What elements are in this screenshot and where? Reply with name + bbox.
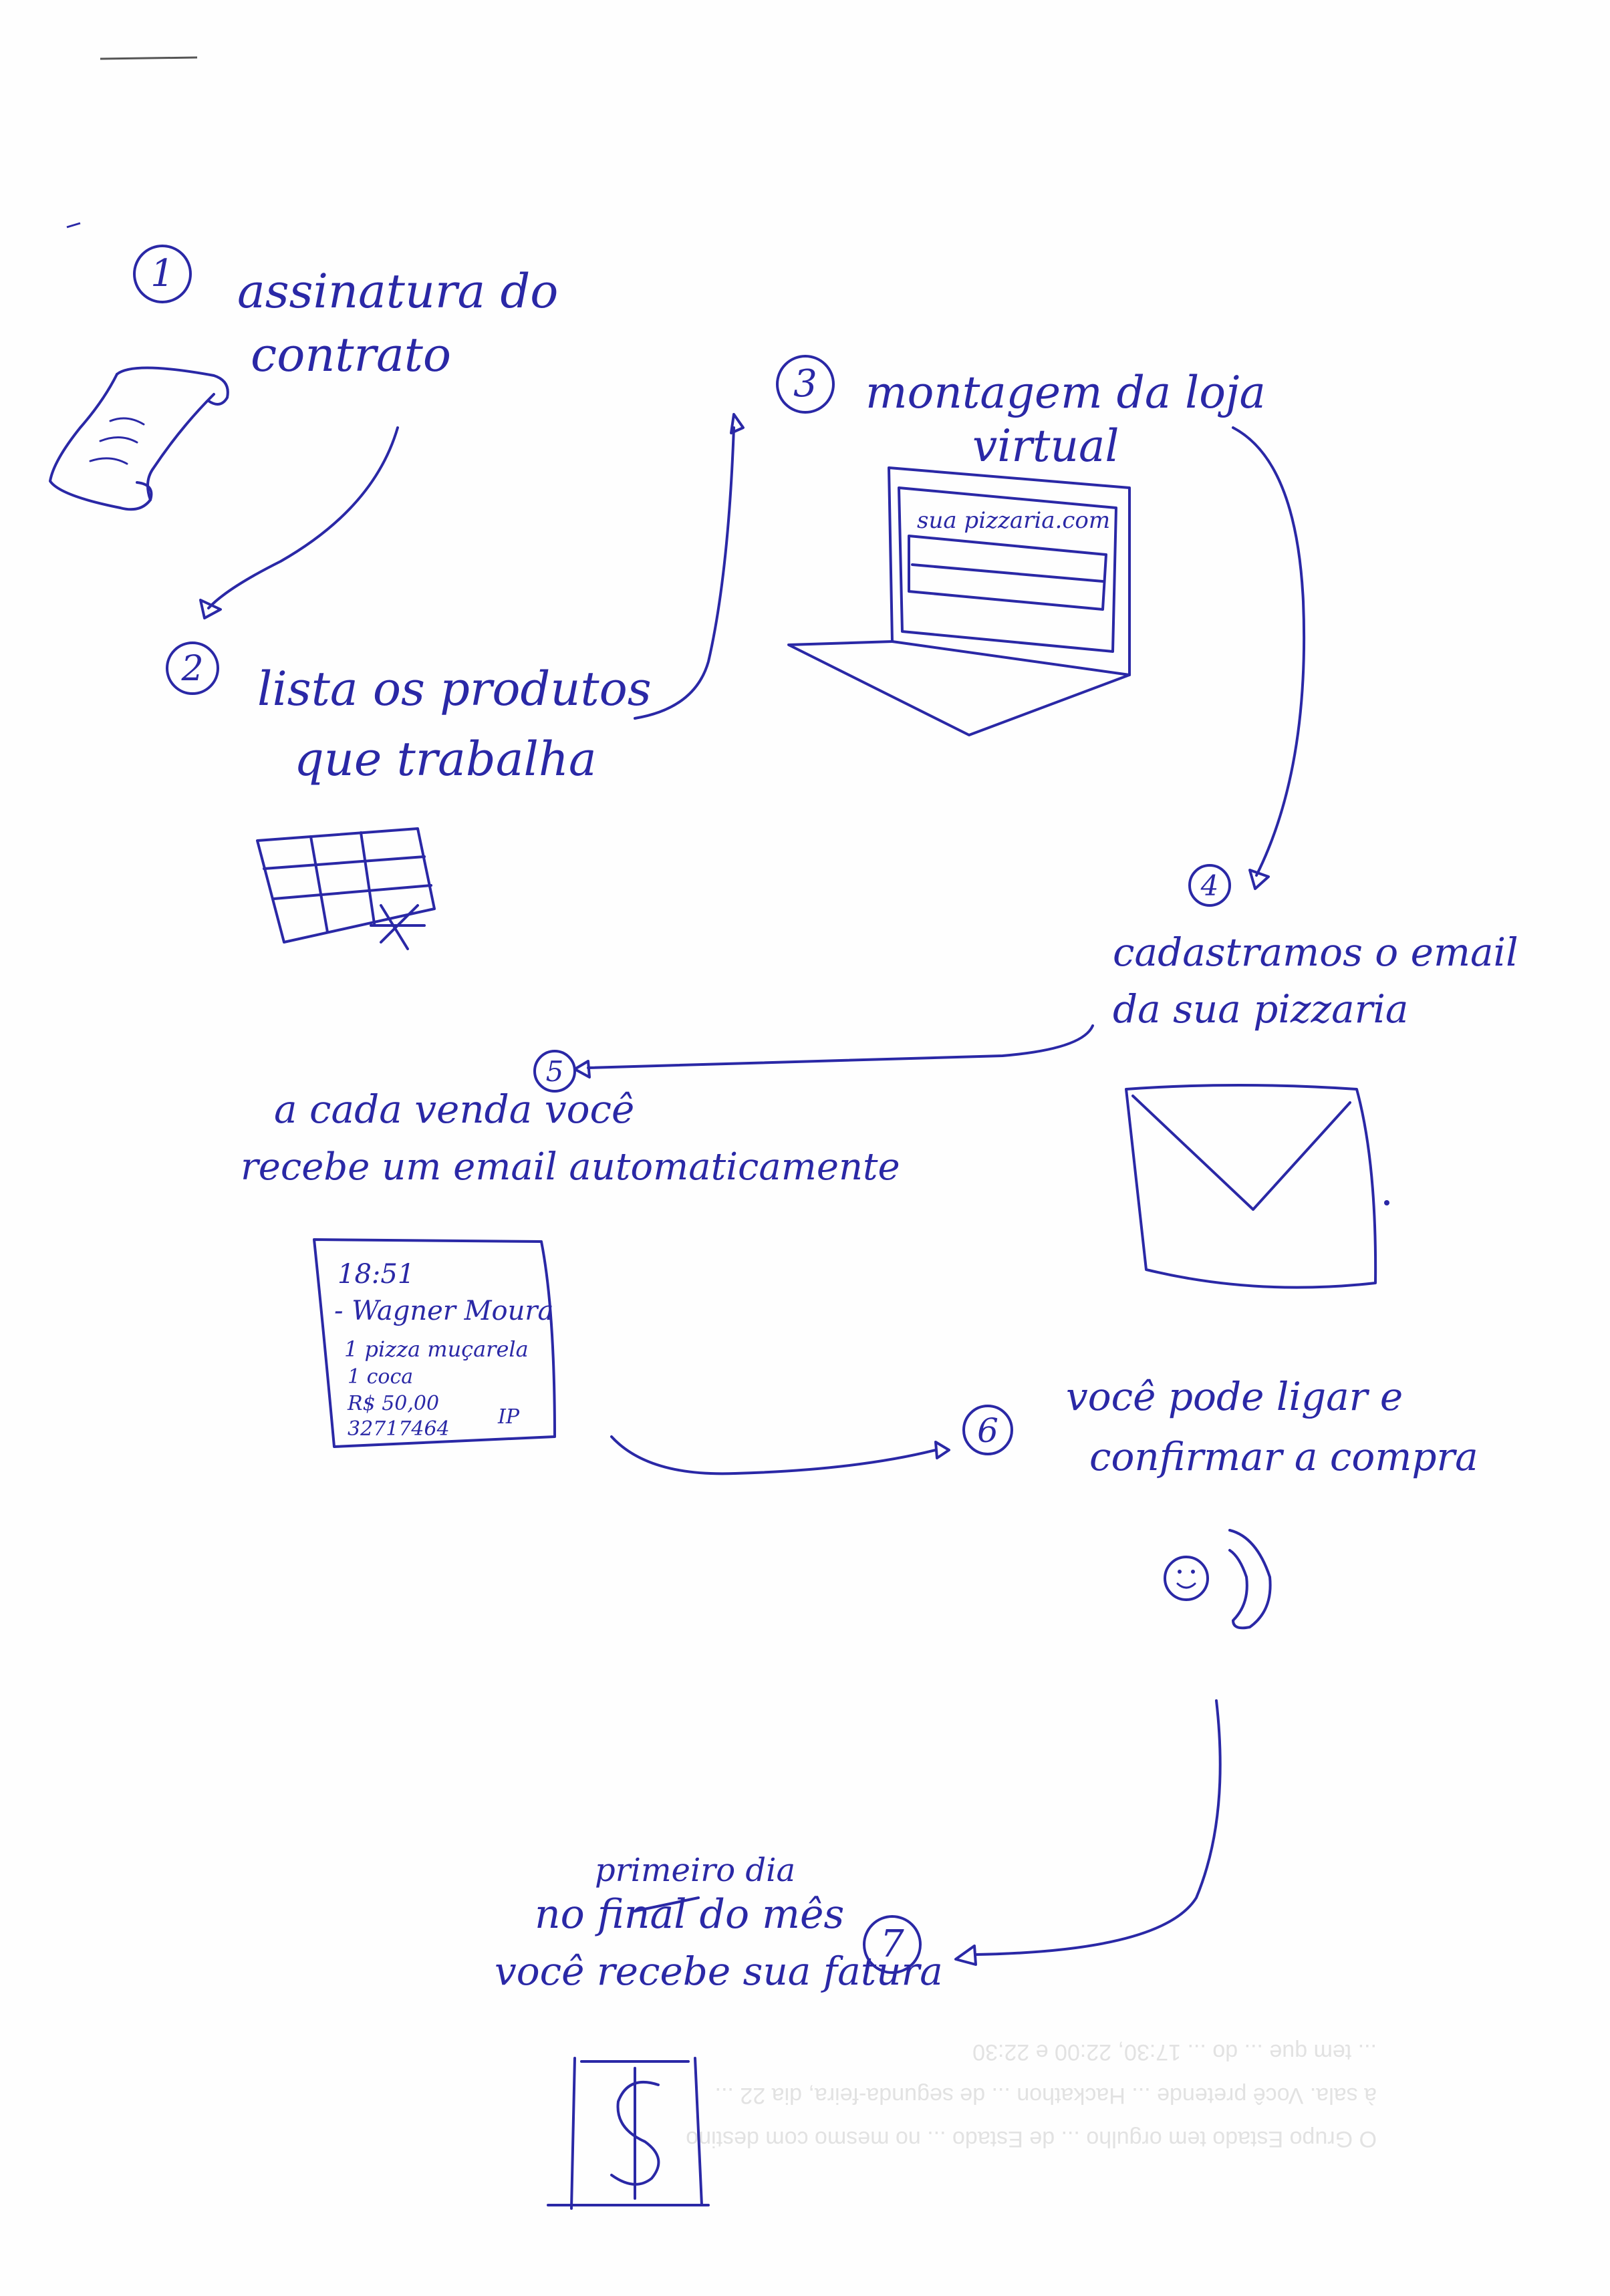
step-label-line2: você recebe sua fatura bbox=[495, 1949, 943, 1994]
step-7: 7 primeiro dia no final do mês você rece… bbox=[495, 1852, 943, 2210]
receipt-name: - Wagner Moura bbox=[334, 1296, 553, 1326]
scroll-icon bbox=[49, 366, 229, 511]
step-number-circle bbox=[1188, 864, 1231, 907]
step-number: 7 bbox=[880, 1922, 904, 1966]
arrowhead-2 bbox=[199, 599, 222, 619]
receipt-time: 18:51 bbox=[338, 1259, 414, 1290]
arrow-3-to-4 bbox=[1232, 426, 1306, 877]
receipt-ip: IP bbox=[497, 1405, 520, 1429]
step-1: 1 assinatura do contrato bbox=[49, 245, 558, 511]
bleed-line-1: O Grupo Estado tem orgulho ... de Estado… bbox=[686, 2126, 1377, 2152]
money-icon bbox=[547, 2057, 710, 2210]
arrow-4-to-5 bbox=[587, 1024, 1094, 1069]
arrowhead-5 bbox=[573, 1060, 591, 1079]
step-5: 5 a cada venda você recebe um email auto… bbox=[241, 1050, 900, 1448]
margin-mark bbox=[100, 56, 198, 60]
step-label-line2: da sua pizzaria bbox=[1113, 986, 1409, 1032]
step-number-circle bbox=[533, 1050, 576, 1093]
step-label-line2: que trabalha bbox=[294, 732, 597, 786]
laptop-screen-url: sua pizzaria.com bbox=[917, 507, 1110, 534]
step-3: 3 montagem da loja virtual sua pizzaria.… bbox=[776, 355, 1266, 736]
grid-icon bbox=[256, 827, 436, 950]
step-number: 3 bbox=[793, 362, 817, 406]
step-number-circle bbox=[133, 245, 192, 303]
step-number-circle bbox=[863, 1915, 922, 1974]
step-label-line2: contrato bbox=[251, 327, 451, 382]
step-number: 2 bbox=[180, 649, 203, 689]
arrowhead-6 bbox=[934, 1441, 950, 1459]
step-number: 6 bbox=[977, 1411, 998, 1450]
envelope-icon bbox=[1125, 1084, 1389, 1289]
step-label-line1: você pode ligar e bbox=[1066, 1374, 1403, 1419]
arrow-5-to-6 bbox=[610, 1435, 937, 1475]
receipt-icon: 18:51 - Wagner Moura 1 pizza muçarela 1 … bbox=[313, 1238, 556, 1448]
arrowhead-3 bbox=[730, 413, 745, 434]
stray-mark bbox=[66, 222, 81, 229]
step-label-line1: assinatura do bbox=[237, 264, 558, 319]
bleed-through-text: O Grupo Estado tem orgulho ... de Estado… bbox=[686, 2039, 1377, 2152]
receipt-price: R$ 50,00 bbox=[347, 1392, 439, 1415]
laptop-icon: sua pizzaria.com bbox=[787, 466, 1131, 736]
step-label-line2: confirmar a compra bbox=[1089, 1434, 1478, 1479]
step-label-line1: montagem da loja bbox=[865, 367, 1266, 418]
receipt-phone: 32717464 bbox=[348, 1417, 450, 1441]
step-number-circle bbox=[962, 1405, 1013, 1455]
bleed-line-3: ... tem que ... do ... 17:30, 22:00 e 22… bbox=[972, 2039, 1377, 2065]
step-number: 4 bbox=[1200, 869, 1219, 902]
arrowhead-4 bbox=[1248, 869, 1270, 890]
step-label-line1: no final do mês bbox=[535, 1891, 844, 1938]
step-label-line0: primeiro dia bbox=[595, 1852, 795, 1889]
step-4: 4 cadastramos o email da sua pizzaria bbox=[1113, 864, 1518, 1289]
receipt-item-1: 1 pizza muçarela bbox=[344, 1336, 529, 1362]
bleed-line-2: à sala. Você pretende ... Hackathon ... … bbox=[715, 2083, 1377, 2108]
step-number-circle bbox=[776, 355, 835, 414]
phone-call-icon bbox=[1164, 1529, 1272, 1630]
step-2: 2 lista os produtos que trabalha bbox=[166, 641, 652, 950]
arrow-6-to-7 bbox=[974, 1699, 1222, 1956]
step-label-line1: a cada venda você bbox=[274, 1087, 634, 1132]
step-label-line1: cadastramos o email bbox=[1113, 929, 1518, 975]
step-label-line2: virtual bbox=[972, 420, 1119, 472]
step-label-line2: recebe um email automaticamente bbox=[241, 1145, 900, 1189]
step-number-circle bbox=[166, 641, 219, 695]
step-6: 6 você pode ligar e confirmar a compra bbox=[962, 1374, 1478, 1630]
receipt-item-2: 1 coca bbox=[348, 1365, 413, 1389]
step-number: 1 bbox=[150, 252, 174, 295]
step-label-line1: lista os produtos bbox=[257, 662, 652, 716]
strikethrough-mark bbox=[634, 1896, 700, 1912]
arrow-1-to-2 bbox=[207, 426, 399, 609]
step-number: 5 bbox=[546, 1055, 564, 1088]
arrow-2-to-3 bbox=[634, 426, 735, 720]
arrowhead-7 bbox=[954, 1945, 977, 1966]
